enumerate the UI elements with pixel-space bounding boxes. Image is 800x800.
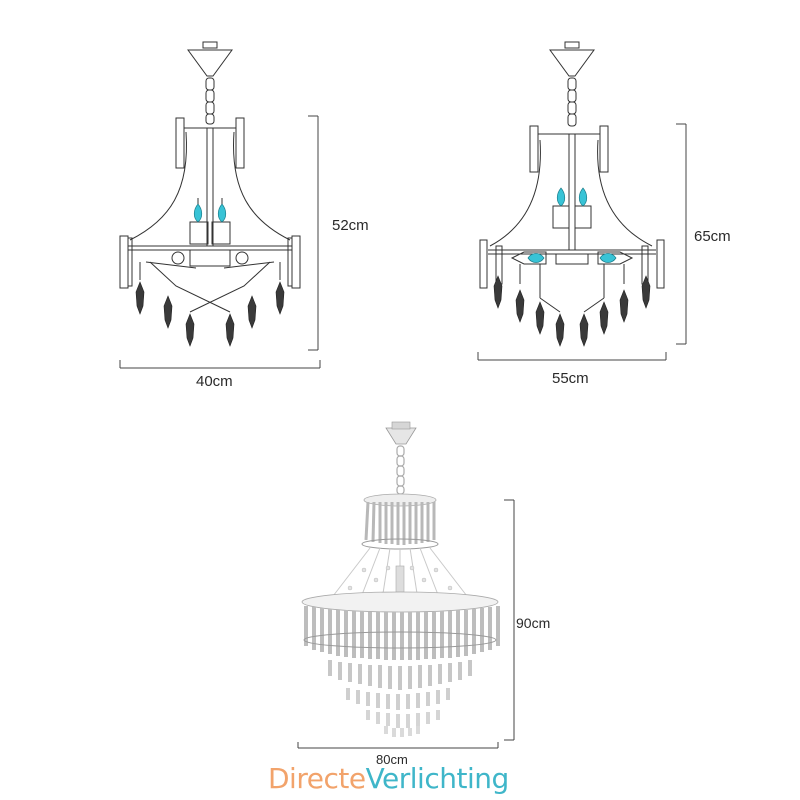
brand-logo-part1: Directe [268,762,366,795]
large-width-dimension-line [297,742,499,749]
small-width-label: 40cm [196,373,233,390]
medium-chandelier-bulbs [527,187,617,263]
medium-width-label: 55cm [552,370,589,387]
small-chandelier-crystals [135,281,285,347]
small-height-dimension-line [308,115,319,351]
large-chandelier-photo [301,421,500,737]
small-width-dimension-line [119,360,321,369]
medium-height-label: 65cm [694,228,731,245]
small-chandelier-drawing [119,41,301,313]
brand-logo: DirecteVerlichting [268,762,509,795]
large-height-dimension-line [504,499,515,741]
medium-chandelier-crystals [493,275,651,347]
medium-width-dimension-line [477,352,667,361]
brand-logo-part2: Verlichting [365,762,510,795]
large-width-label: 80cm [376,752,408,767]
medium-height-dimension-line [676,123,687,345]
small-chandelier-bulbs [193,198,227,223]
large-height-label: 90cm [516,615,551,631]
small-height-label: 52cm [332,217,369,234]
medium-chandelier-drawing [479,41,665,313]
